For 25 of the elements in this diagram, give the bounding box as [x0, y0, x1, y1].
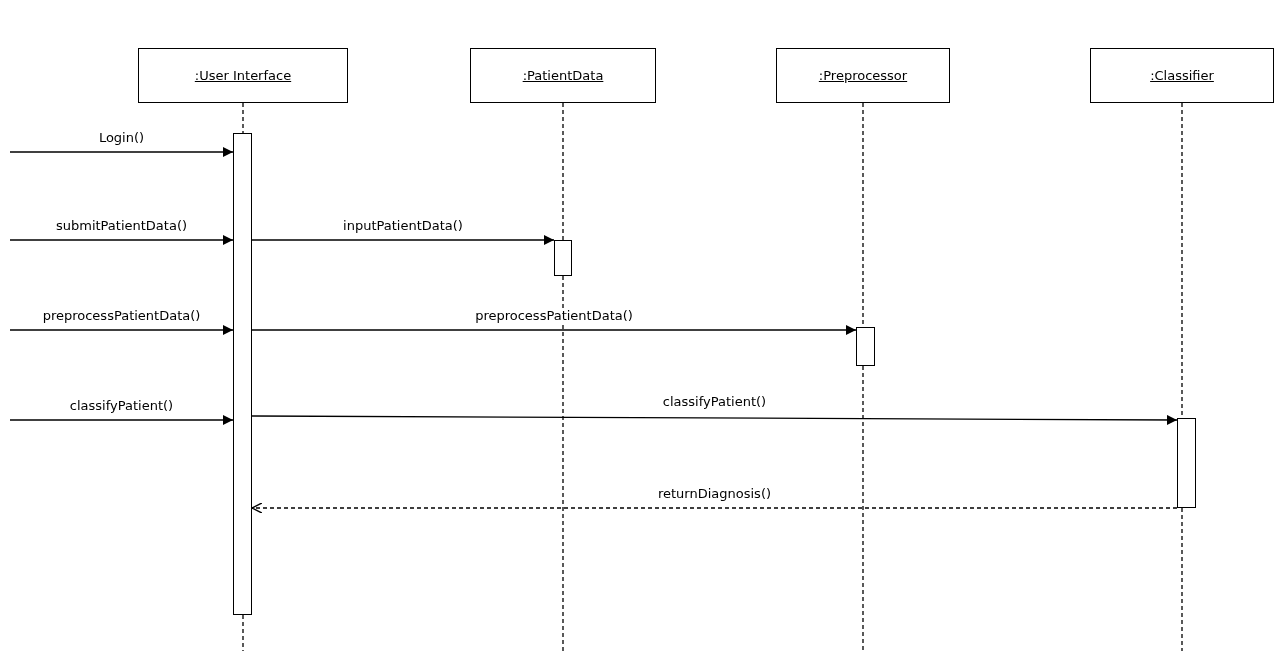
- object-name: :User Interface: [194, 68, 292, 83]
- message-label: inputPatientData(): [341, 218, 465, 234]
- activation-bar: [1177, 418, 1196, 508]
- object-name: :PatientData: [522, 68, 604, 83]
- activation-bar: [554, 240, 572, 276]
- message-arrow: [9, 415, 234, 425]
- lifeline-head-box: [776, 48, 950, 103]
- lifeline: [562, 102, 564, 241]
- message-arrow: [251, 325, 857, 335]
- message-arrow: [9, 147, 234, 157]
- object-name: :Classifier: [1150, 68, 1214, 83]
- message-arrow: [251, 502, 1178, 514]
- activation-bar: [233, 133, 252, 615]
- message-arrow: [9, 325, 234, 335]
- lifeline: [242, 102, 244, 134]
- message-arrow: [9, 235, 234, 245]
- message-arrow: [251, 414, 1178, 425]
- lifeline-head-box: [470, 48, 656, 103]
- message-label: preprocessPatientData(): [473, 308, 635, 324]
- message-label: preprocessPatientData(): [40, 308, 203, 324]
- message-arrow: [251, 235, 555, 245]
- object-name: :Preprocessor: [818, 68, 908, 83]
- lifeline-head-box: [1090, 48, 1274, 103]
- lifeline-head-box: [138, 48, 348, 103]
- activation-bar: [856, 327, 875, 366]
